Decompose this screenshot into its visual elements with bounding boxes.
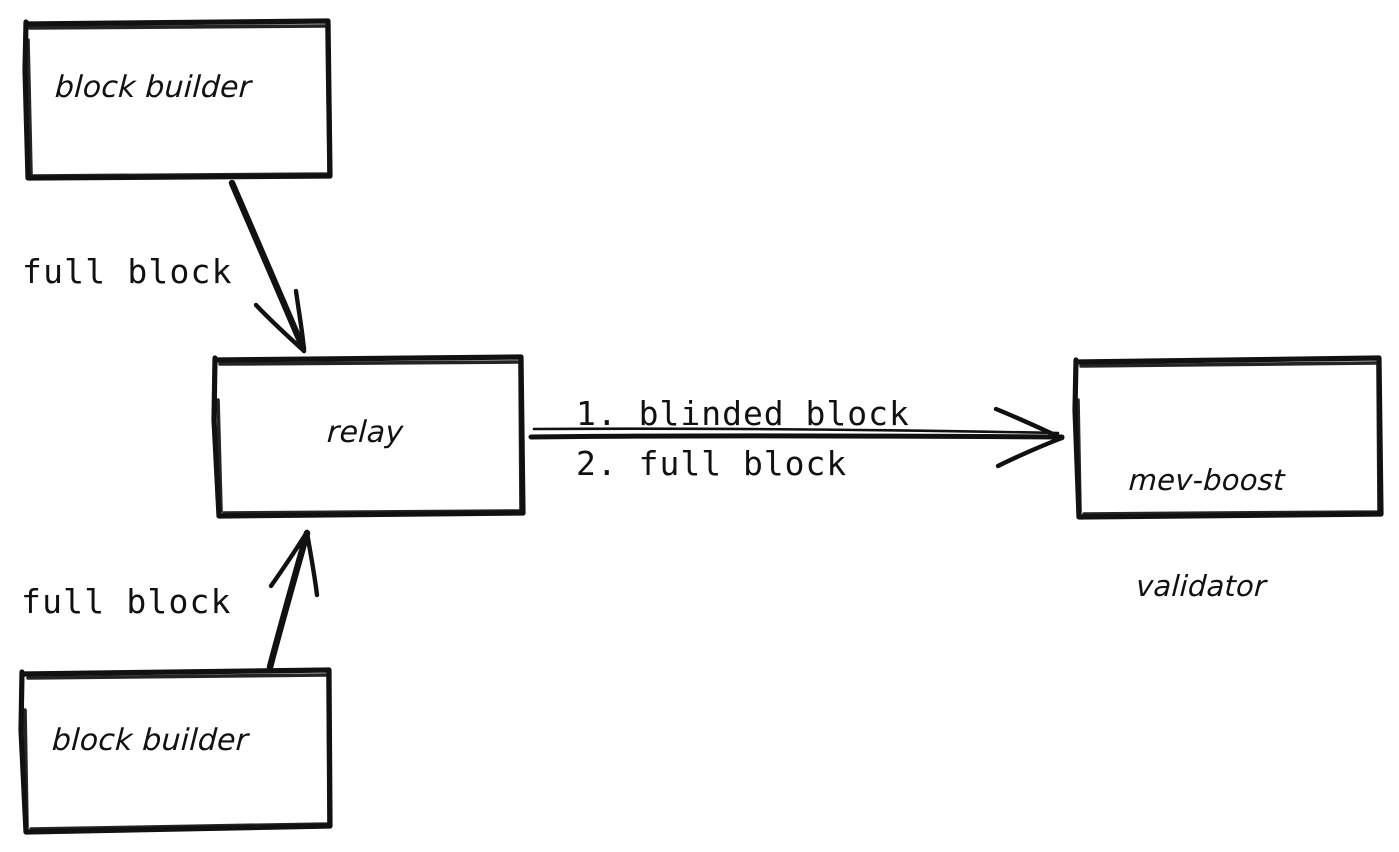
arrow-builder-bottom-to-relay bbox=[266, 529, 320, 671]
arrow-relay-to-validator bbox=[528, 406, 1065, 469]
node-label-validator-line1: mev-boost bbox=[1127, 462, 1286, 497]
edge-label-blinded-block: 1. blinded block bbox=[576, 394, 910, 433]
node-label-validator-line2: validator bbox=[1135, 568, 1268, 603]
node-label-relay: relay bbox=[326, 415, 405, 450]
node-relay-shape[interactable] bbox=[211, 354, 526, 519]
node-label-builder-top: block builder bbox=[54, 70, 253, 105]
node-label-validator: mev-boost validator bbox=[1119, 392, 1290, 675]
node-validator-shape[interactable] bbox=[1072, 355, 1384, 520]
node-builder-top-shape[interactable] bbox=[22, 18, 333, 181]
edge-label-full-block-bottom: full block bbox=[21, 582, 232, 621]
node-label-builder-bottom: block builder bbox=[51, 723, 250, 758]
edge-label-full-block-top: full block bbox=[22, 252, 233, 291]
node-builder-bottom-shape[interactable] bbox=[18, 667, 333, 835]
arrow-builder-top-to-relay bbox=[228, 179, 307, 354]
edge-label-full-block: 2. full block bbox=[576, 444, 848, 483]
